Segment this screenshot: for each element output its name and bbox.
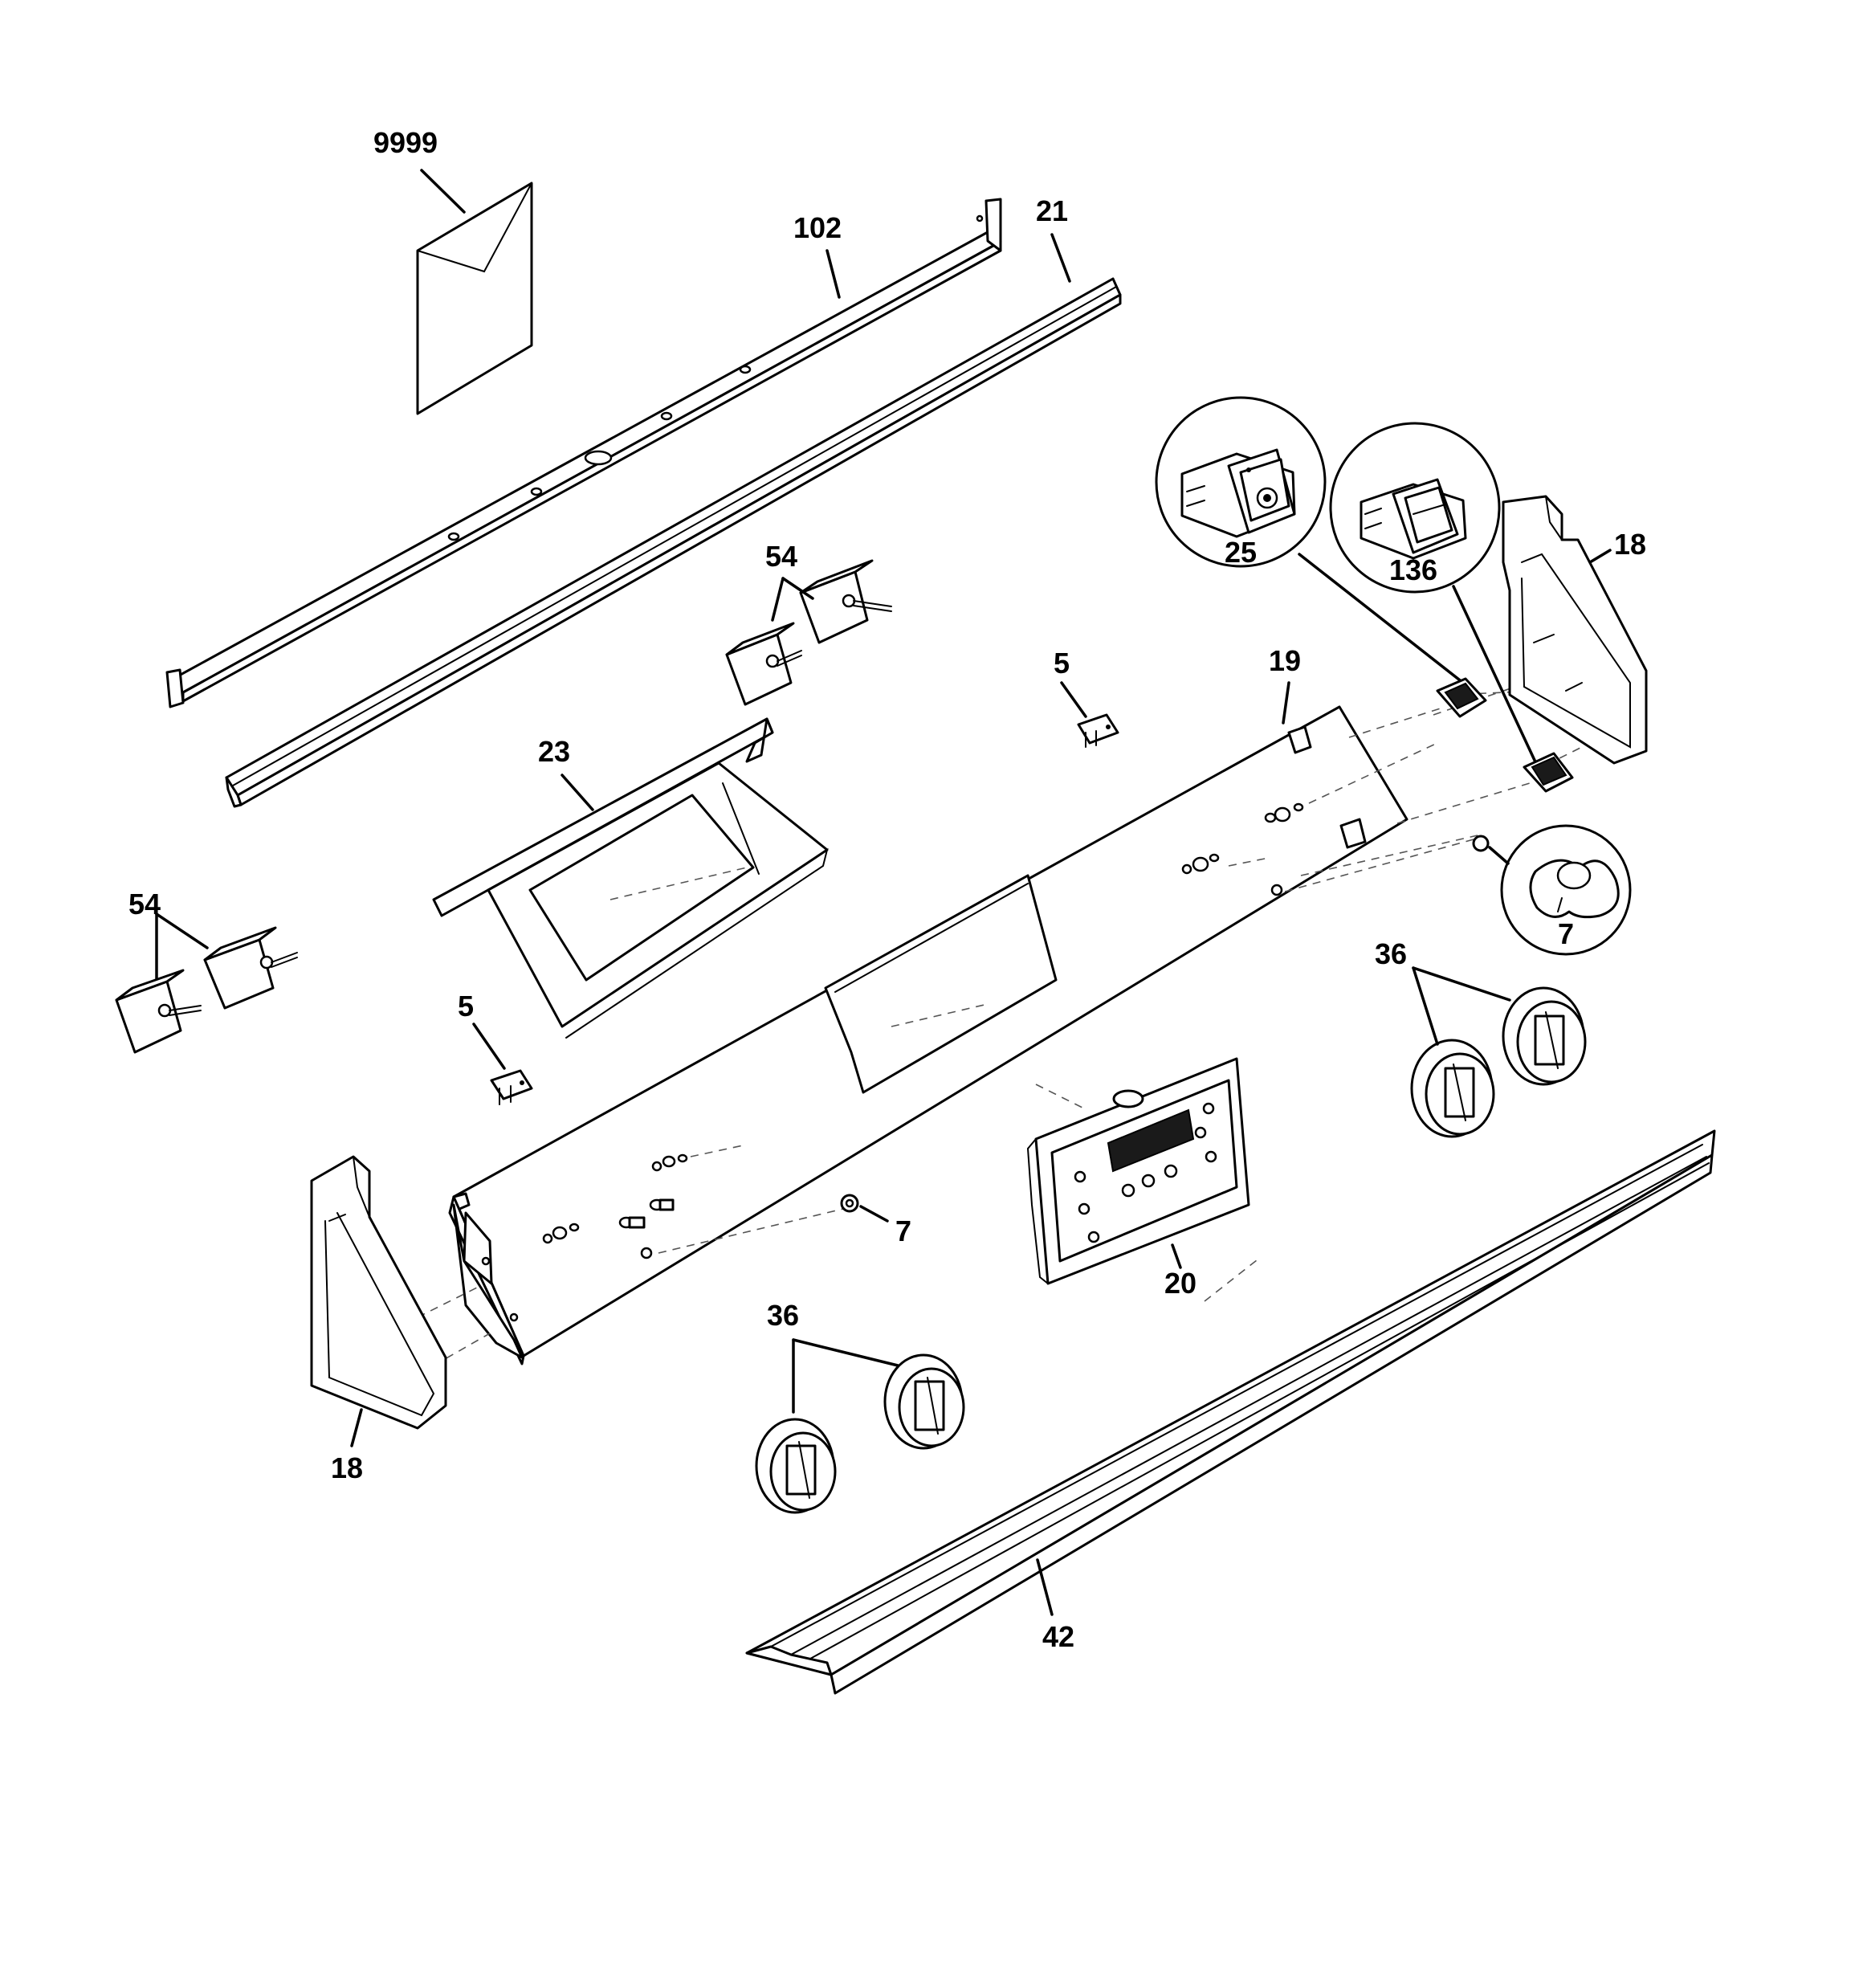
leader-19 bbox=[1282, 681, 1290, 725]
part-42-trim bbox=[745, 1129, 1716, 1695]
leader-136 bbox=[1452, 585, 1539, 769]
leader-36-right-a bbox=[1412, 966, 1439, 1046]
part-7-panel bbox=[840, 1194, 859, 1213]
leader-21 bbox=[1050, 233, 1071, 283]
part-54-switch-top-a bbox=[725, 622, 802, 706]
part-20-control-board bbox=[1026, 1057, 1250, 1285]
part-25-small bbox=[1436, 677, 1487, 718]
part-54-switch-top-b bbox=[799, 559, 892, 644]
leader-25 bbox=[1298, 553, 1465, 684]
leader-18-right bbox=[1588, 549, 1612, 564]
leader-20 bbox=[1171, 1243, 1182, 1269]
leader-23 bbox=[561, 774, 594, 811]
callout-54-top: 54 bbox=[765, 540, 797, 573]
part-25-rocker-switch bbox=[1155, 396, 1327, 568]
part-5-clip-left bbox=[490, 1069, 533, 1105]
leader-102 bbox=[826, 249, 841, 299]
leader-42 bbox=[1036, 1558, 1054, 1616]
callout-23: 23 bbox=[538, 735, 570, 768]
part-5-clip-top bbox=[1077, 713, 1119, 748]
part-36-knob-right-a bbox=[1410, 1039, 1495, 1138]
callout-19: 19 bbox=[1269, 644, 1301, 677]
part-54-switch-left-b bbox=[203, 926, 298, 1010]
callout-5-left: 5 bbox=[458, 990, 474, 1023]
leader-7-circle bbox=[1488, 846, 1510, 865]
leader-36-bottom-b bbox=[792, 1338, 899, 1367]
part-136-small bbox=[1523, 752, 1574, 793]
callout-5-top: 5 bbox=[1054, 647, 1070, 680]
leader-54-top-a bbox=[771, 577, 785, 622]
leader-5-top bbox=[1060, 681, 1087, 718]
leader-36-right-b bbox=[1412, 966, 1511, 1002]
callout-54-left: 54 bbox=[128, 888, 161, 921]
part-102-channel bbox=[165, 198, 1002, 708]
board-buttons bbox=[1074, 1102, 1217, 1243]
part-136-rocker-switch bbox=[1329, 422, 1501, 594]
callout-18-right: 18 bbox=[1614, 528, 1646, 561]
callout-9999: 9999 bbox=[373, 126, 438, 159]
part-18-endcap-right bbox=[1502, 495, 1648, 765]
callout-20: 20 bbox=[1164, 1267, 1196, 1300]
part-7-small-right bbox=[1472, 835, 1490, 852]
leader-7-panel bbox=[859, 1205, 889, 1223]
screw-pair bbox=[618, 1198, 675, 1229]
assembly-lines bbox=[417, 666, 1583, 1366]
leader-54-top-b bbox=[781, 577, 814, 600]
callout-25: 25 bbox=[1225, 536, 1257, 569]
part-21-channel bbox=[225, 277, 1122, 808]
part-23-bracket bbox=[432, 717, 829, 1039]
leader-18-left bbox=[350, 1408, 363, 1447]
callout-7-circle: 7 bbox=[1558, 917, 1574, 950]
callout-36-bottom: 36 bbox=[767, 1299, 799, 1332]
leader-9999 bbox=[420, 169, 466, 214]
part-19-control-panel bbox=[448, 705, 1408, 1365]
part-7-zoom bbox=[1500, 824, 1632, 956]
callout-102: 102 bbox=[793, 211, 842, 244]
part-36-knob-bottom-b bbox=[883, 1353, 965, 1450]
leader-5-left bbox=[472, 1023, 506, 1070]
callout-42: 42 bbox=[1042, 1620, 1074, 1653]
part-36-knob-right-b bbox=[1502, 986, 1587, 1086]
part-9999-envelope bbox=[416, 182, 533, 415]
part-54-switch-left-a bbox=[115, 969, 202, 1054]
leader-54-left-b bbox=[155, 912, 209, 949]
callout-18-left: 18 bbox=[331, 1451, 363, 1484]
callout-36-right: 36 bbox=[1375, 937, 1407, 970]
callout-21: 21 bbox=[1036, 194, 1068, 227]
part-36-knob-bottom-a bbox=[755, 1418, 837, 1514]
callout-7-panel: 7 bbox=[895, 1214, 911, 1247]
callout-136: 136 bbox=[1389, 553, 1437, 586]
part-18-endcap-left bbox=[310, 1155, 447, 1430]
